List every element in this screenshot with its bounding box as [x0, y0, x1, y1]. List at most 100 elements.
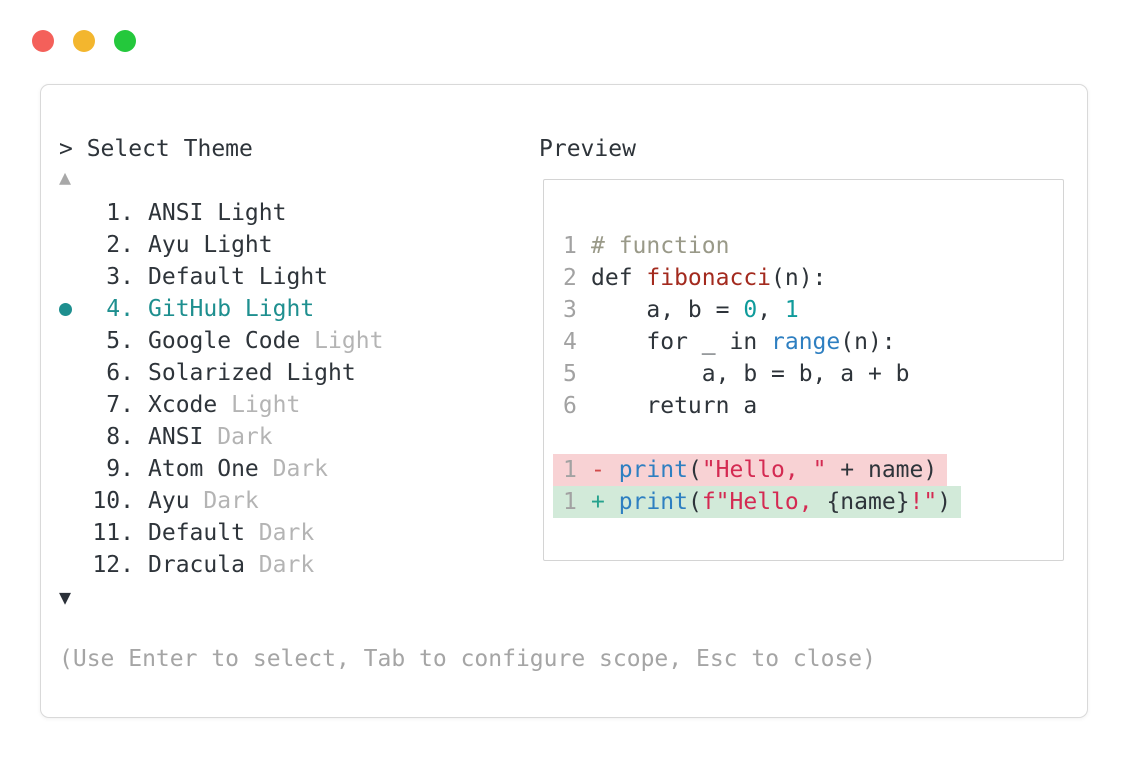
theme-number: 1.: [106, 200, 134, 226]
selected-bullet-icon: [59, 302, 72, 316]
code-token-builtin: print: [618, 489, 688, 515]
line-number: 2: [563, 265, 577, 291]
code-line: 3 a, b = 0, 1: [563, 294, 1063, 326]
code-token-plain: (n):: [840, 329, 896, 355]
theme-name: Default: [148, 520, 245, 546]
code-line: 4 for _ in range(n):: [563, 326, 1063, 358]
help-text: (Use Enter to select, Tab to configure s…: [59, 646, 876, 672]
minimize-window-icon[interactable]: [73, 30, 95, 52]
code-line: 1 # function: [563, 230, 1063, 262]
window-controls: [32, 30, 136, 52]
code-token-plain: (: [687, 457, 702, 483]
code-token-builtin: range: [771, 329, 841, 355]
zoom-window-icon[interactable]: [114, 30, 136, 52]
theme-variant-suffix: Dark: [244, 520, 315, 546]
theme-variant-suffix: Dark: [258, 456, 329, 482]
code-token-plain: ,: [757, 297, 785, 323]
theme-variant-suffix: Dark: [244, 552, 315, 578]
line-number: 5: [563, 361, 577, 387]
theme-name: Xcode: [148, 392, 218, 418]
theme-name: Google Code: [148, 328, 301, 354]
code-token-plain: {name}: [826, 489, 910, 515]
theme-name: Ayu Light: [148, 232, 273, 258]
code-token-plain: for _ in: [591, 329, 772, 355]
theme-number: 11.: [92, 520, 134, 546]
theme-option-ansi-light[interactable]: 1. ANSI Light: [59, 197, 529, 229]
theme-variant-suffix: Light: [300, 328, 384, 354]
theme-name: Default Light: [148, 264, 329, 290]
theme-name: Atom One: [148, 456, 259, 482]
theme-option-ayu-light[interactable]: 2. Ayu Light: [59, 229, 529, 261]
theme-number: 2.: [106, 232, 134, 258]
theme-number: 6.: [106, 360, 134, 386]
theme-option-dracula[interactable]: 12. Dracula Dark: [59, 549, 529, 581]
scroll-up-icon[interactable]: ▲: [59, 165, 72, 189]
theme-variant-suffix: Dark: [189, 488, 259, 514]
code-token-str: !": [909, 489, 938, 515]
code-token-str: f: [701, 489, 716, 515]
theme-number: 7.: [106, 392, 134, 418]
diff-sign-del: -: [591, 457, 619, 483]
code-line: 6 return a: [563, 390, 1063, 422]
theme-option-ansi[interactable]: 8. ANSI Dark: [59, 421, 529, 453]
theme-picker-window: > Select Theme ▲ 1. ANSI Light 2. Ayu Light…: [40, 84, 1088, 718]
code-token-num: 0: [743, 297, 758, 323]
theme-option-google-code[interactable]: 5. Google Code Light: [59, 325, 529, 357]
code-token-plain: return a: [591, 393, 758, 419]
theme-number: 5.: [106, 328, 134, 354]
theme-number: 10.: [92, 488, 134, 514]
theme-name: Solarized Light: [148, 360, 356, 386]
theme-name: ANSI: [148, 424, 204, 450]
code-line: 5 a, b = b, a + b: [563, 358, 1063, 390]
theme-variant-suffix: Light: [217, 392, 301, 418]
diff-highlight-del: 1- print("Hello, " + name): [553, 454, 948, 486]
theme-number: 3.: [106, 264, 134, 290]
code-token-plain: a, b = b, a + b: [591, 361, 910, 387]
code-token-kw: def: [591, 265, 647, 291]
theme-variant-suffix: Dark: [203, 424, 273, 450]
theme-option-solarized-light[interactable]: 6. Solarized Light: [59, 357, 529, 389]
diff-highlight-ins: 1 + print(f"Hello, {name}!"): [553, 486, 962, 518]
code-token-str: "Hello,: [715, 489, 827, 515]
theme-number: 8.: [106, 424, 134, 450]
line-number: 1: [563, 233, 577, 259]
code-token-builtin: print: [618, 457, 688, 483]
theme-option-github-light[interactable]: 4. GitHub Light: [59, 293, 529, 325]
select-theme-prompt: > Select Theme: [59, 136, 253, 162]
theme-option-default-light[interactable]: 3. Default Light: [59, 261, 529, 293]
scroll-down-icon[interactable]: ▼: [59, 585, 72, 609]
code-token-plain: ): [937, 489, 952, 515]
code-token-num: 1: [784, 297, 799, 323]
theme-name: GitHub Light: [148, 296, 315, 322]
theme-option-ayu[interactable]: 10. Ayu Dark: [59, 485, 529, 517]
diff-line-ins: 1 + print(f"Hello, {name}!"): [553, 486, 1063, 518]
diff-sign-ins: +: [591, 489, 619, 515]
theme-number: 4.: [106, 296, 134, 322]
line-number: 3: [563, 297, 577, 323]
code-token-str: "Hello, ": [701, 457, 827, 483]
preview-title: Preview: [539, 136, 636, 162]
line-number: 1: [563, 489, 577, 515]
theme-name: Dracula: [148, 552, 245, 578]
line-number: 1: [563, 457, 577, 483]
theme-number: 12.: [92, 552, 134, 578]
code-token-comment: # function: [591, 233, 730, 259]
code-token-plain: + name): [826, 457, 938, 483]
theme-name: Ayu: [148, 488, 190, 514]
code-token-plain: (n):: [771, 265, 827, 291]
close-window-icon[interactable]: [32, 30, 54, 52]
line-number: 4: [563, 329, 577, 355]
theme-option-default[interactable]: 11. Default Dark: [59, 517, 529, 549]
diff-line-del: 1- print("Hello, " + name): [553, 454, 1063, 486]
theme-option-xcode[interactable]: 7. Xcode Light: [59, 389, 529, 421]
theme-name: ANSI Light: [148, 200, 287, 226]
code-token-plain: a, b =: [591, 297, 744, 323]
code-token-plain: (: [687, 489, 702, 515]
theme-option-atom-one[interactable]: 9. Atom One Dark: [59, 453, 529, 485]
line-number: 6: [563, 393, 577, 419]
blank-line: [563, 422, 1063, 454]
theme-number: 9.: [106, 456, 134, 482]
